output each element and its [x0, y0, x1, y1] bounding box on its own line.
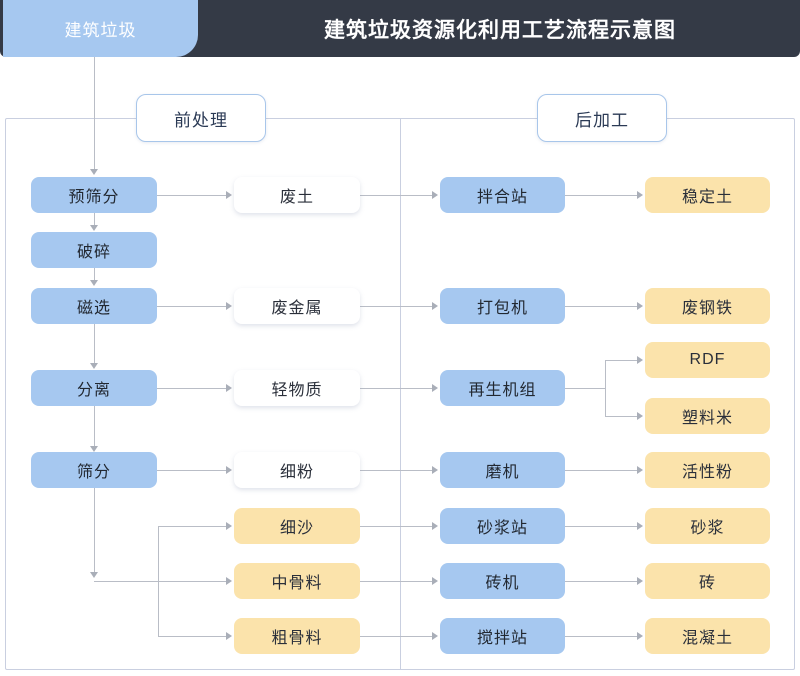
- node-mortar-station[interactable]: 砂浆站: [440, 508, 565, 544]
- edge-recycleunit-stub: [565, 388, 605, 389]
- node-baler[interactable]: 打包机: [440, 288, 565, 324]
- arrowhead-separate-to-lightmatter: [226, 384, 232, 392]
- node-brick-machine[interactable]: 砖机: [440, 563, 565, 599]
- edge-recycleunit-to-rdf: [605, 360, 639, 361]
- edge-midagg-to-brickmachine: [359, 581, 434, 582]
- arrowhead-mortarstation-to-mortar: [637, 522, 643, 530]
- edge-presieve-to-wastesoil: [157, 195, 228, 196]
- arrowhead-baler-to-scrapsteel: [637, 302, 643, 310]
- node-rdf[interactable]: RDF: [645, 342, 770, 378]
- arrowhead-concretestation-to-concrete: [637, 632, 643, 640]
- node-fine-powder[interactable]: 细粉: [234, 452, 360, 488]
- header-tab-input-material[interactable]: 建筑垃圾: [3, 0, 198, 57]
- arrowhead-finesand-to-mortarstation: [432, 522, 438, 530]
- arrowhead-brickmachine-to-brick: [637, 577, 643, 585]
- node-medium-aggregate[interactable]: 中骨料: [234, 563, 360, 599]
- arrowhead-presieve-to-wastesoil: [226, 191, 232, 199]
- edge-brickmachine-to-brick: [565, 581, 639, 582]
- edge-baler-to-scrapsteel: [565, 306, 639, 307]
- node-mill[interactable]: 磨机: [440, 452, 565, 488]
- edge-presieve-to-crush: [94, 213, 95, 225]
- arrowhead-midagg-to-brickmachine: [432, 577, 438, 585]
- edge-finesand-to-mortarstation: [359, 526, 434, 527]
- arrowhead-presieve-to-crush: [90, 225, 98, 231]
- edge-sieve-to-finepowder: [157, 470, 228, 471]
- node-light-matter[interactable]: 轻物质: [234, 370, 360, 406]
- edge-recycleunit-to-plasticpellet: [605, 416, 639, 417]
- edge-magnetic-to-separate: [94, 323, 95, 363]
- edge-separate-to-lightmatter: [157, 388, 228, 389]
- node-presieve[interactable]: 预筛分: [31, 177, 157, 213]
- stage-label-pretreatment: 前处理: [136, 94, 266, 142]
- arrowhead-coarseagg-to-concretestation: [432, 632, 438, 640]
- arrowhead-crush-to-magnetic: [90, 280, 98, 286]
- edge-bus-to-coarseagg: [158, 636, 228, 637]
- node-brick[interactable]: 砖: [645, 563, 770, 599]
- node-active-powder[interactable]: 活性粉: [645, 452, 770, 488]
- edge-recycleunit-split-vertical: [605, 360, 606, 416]
- node-magnetic-separation[interactable]: 磁选: [31, 288, 157, 324]
- edge-mortarstation-to-mortar: [565, 526, 639, 527]
- node-plastic-pellet[interactable]: 塑料米: [645, 398, 770, 434]
- node-scrap-steel[interactable]: 废钢铁: [645, 288, 770, 324]
- arrowhead-separate-to-sieve: [90, 446, 98, 452]
- node-crush[interactable]: 破碎: [31, 232, 157, 268]
- edge-mill-to-activepowder: [565, 470, 639, 471]
- stage-label-postprocessing: 后加工: [537, 94, 667, 142]
- arrowhead-finepowder-to-mill: [432, 466, 438, 474]
- edge-sieve-to-aggregate-bus: [94, 488, 95, 576]
- node-recycling-unit[interactable]: 再生机组: [440, 370, 565, 406]
- edge-crush-to-magnetic: [94, 268, 95, 280]
- node-separation[interactable]: 分离: [31, 370, 157, 406]
- edge-aggregate-bus-horizontal: [94, 581, 228, 582]
- node-concrete-mixing-station[interactable]: 搅拌站: [440, 618, 565, 654]
- edge-magnetic-to-scrapmetal: [157, 306, 228, 307]
- edge-scrapmetal-to-baler: [359, 306, 434, 307]
- edge-aggregate-bus-vertical: [158, 526, 159, 637]
- arrowhead-mill-to-activepowder: [637, 466, 643, 474]
- arrowhead-recycleunit-to-rdf: [637, 356, 643, 364]
- arrowhead-lightmatter-to-recycleunit: [432, 384, 438, 392]
- node-sieving[interactable]: 筛分: [31, 452, 157, 488]
- node-fine-sand[interactable]: 细沙: [234, 508, 360, 544]
- node-mixing-station[interactable]: 拌合站: [440, 177, 565, 213]
- edge-bus-to-finesand: [158, 526, 228, 527]
- arrowhead-recycleunit-to-plasticpellet: [637, 412, 643, 420]
- arrowhead-magnetic-to-separate: [90, 363, 98, 369]
- edge-wastesoil-to-mixingstation: [359, 195, 434, 196]
- node-waste-soil[interactable]: 废土: [234, 177, 360, 213]
- arrowhead-bus-to-coarseagg: [226, 632, 232, 640]
- page-title: 建筑垃圾资源化利用工艺流程示意图: [324, 18, 676, 42]
- stage-divider: [400, 118, 401, 670]
- node-concrete[interactable]: 混凝土: [645, 618, 770, 654]
- edge-input-to-presieve: [94, 57, 95, 170]
- node-scrap-metal[interactable]: 废金属: [234, 288, 360, 324]
- arrowhead-bus-to-finesand: [226, 522, 232, 530]
- arrowhead-sieve-to-finepowder: [226, 466, 232, 474]
- node-coarse-aggregate[interactable]: 粗骨料: [234, 618, 360, 654]
- node-stabilized-soil[interactable]: 稳定土: [645, 177, 770, 213]
- edge-separate-to-sieve: [94, 406, 95, 446]
- arrowhead-scrapmetal-to-baler: [432, 302, 438, 310]
- edge-concretestation-to-concrete: [565, 636, 639, 637]
- arrowhead-mixingstation-to-stablesoil: [637, 191, 643, 199]
- edge-coarseagg-to-concretestation: [359, 636, 434, 637]
- arrowhead-wastesoil-to-mixingstation: [432, 191, 438, 199]
- node-mortar[interactable]: 砂浆: [645, 508, 770, 544]
- edge-finepowder-to-mill: [359, 470, 434, 471]
- arrowhead-magnetic-to-scrapmetal: [226, 302, 232, 310]
- arrowhead-sieve-to-aggregate-bus: [90, 572, 98, 578]
- edge-mixingstation-to-stablesoil: [565, 195, 639, 196]
- arrowhead-bus-to-midagg: [226, 577, 232, 585]
- edge-lightmatter-to-recycleunit: [359, 388, 434, 389]
- arrowhead-input-to-presieve: [90, 169, 98, 175]
